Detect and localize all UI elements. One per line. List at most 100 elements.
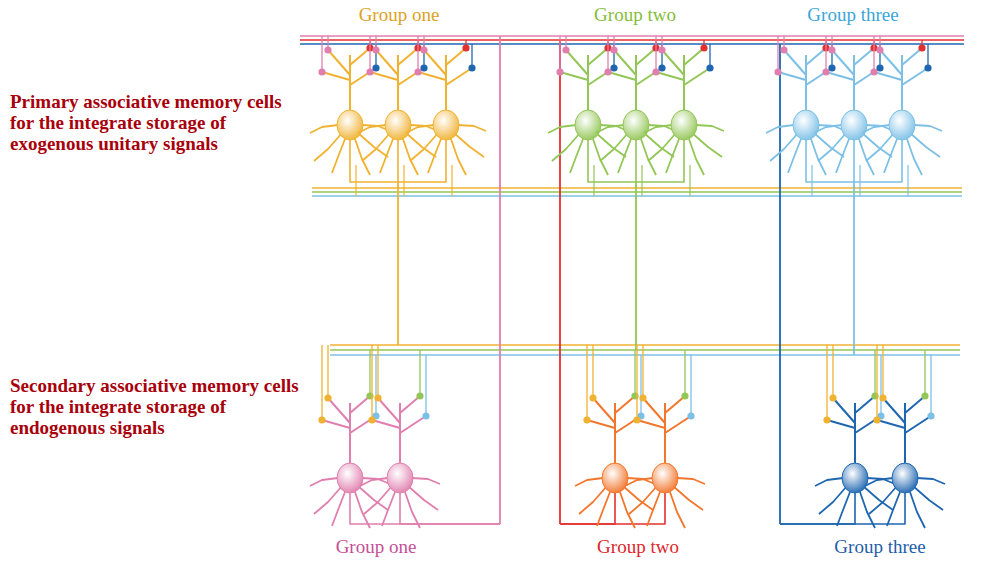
soma bbox=[623, 110, 649, 140]
dendrite bbox=[350, 416, 376, 433]
synapse bbox=[918, 44, 925, 51]
collateral bbox=[451, 165, 452, 196]
synapse bbox=[823, 416, 830, 423]
synapse bbox=[828, 64, 835, 71]
dendrite bbox=[665, 416, 691, 433]
group-title: Group two bbox=[594, 4, 676, 26]
synapse bbox=[324, 46, 331, 53]
basal-dendrite bbox=[644, 125, 672, 133]
dendrite bbox=[593, 398, 615, 423]
basal-dendrite bbox=[696, 125, 724, 131]
axon bbox=[853, 140, 855, 182]
dendrite bbox=[328, 398, 350, 423]
synapse bbox=[822, 68, 829, 75]
basal-dendrite bbox=[548, 125, 576, 133]
basal-dendrite bbox=[406, 125, 434, 133]
input-fiber bbox=[927, 44, 928, 65]
axon-trunk bbox=[397, 182, 399, 345]
basal-dendrite bbox=[884, 139, 897, 173]
basal-dendrite bbox=[644, 133, 674, 157]
projection-bus bbox=[330, 349, 960, 351]
dendrite bbox=[883, 398, 905, 423]
synapse bbox=[687, 412, 694, 419]
basal-dendrite bbox=[597, 492, 610, 526]
input-fiber bbox=[375, 355, 376, 413]
basal-dendrite bbox=[310, 125, 338, 133]
synapse bbox=[583, 416, 590, 423]
dendrite bbox=[614, 50, 636, 75]
dendrite bbox=[656, 72, 684, 80]
input-fiber bbox=[559, 36, 560, 69]
dendrite bbox=[784, 50, 806, 75]
input-fiber bbox=[930, 355, 931, 413]
basal-dendrite bbox=[837, 492, 850, 526]
input-fiber bbox=[327, 36, 328, 47]
input-fiber bbox=[417, 36, 418, 69]
basal-dendrite bbox=[862, 133, 892, 157]
input-fiber bbox=[783, 36, 784, 47]
basal-dendrite bbox=[451, 139, 466, 175]
axon-trunk bbox=[559, 40, 561, 524]
basal-dendrite bbox=[360, 478, 388, 486]
collateral bbox=[641, 165, 642, 196]
dendrite bbox=[827, 420, 855, 428]
input-fiber bbox=[327, 345, 328, 395]
input-fiber bbox=[377, 345, 378, 395]
soma bbox=[892, 463, 918, 493]
dendrite bbox=[778, 72, 806, 80]
dendrite bbox=[643, 398, 665, 423]
dendrite bbox=[370, 72, 398, 80]
input-fiber bbox=[592, 345, 593, 395]
input-fiber bbox=[921, 40, 922, 45]
dendrite bbox=[322, 72, 350, 80]
synapse bbox=[706, 64, 713, 71]
synapse bbox=[604, 68, 611, 75]
dendrite bbox=[662, 50, 684, 75]
synapse bbox=[372, 64, 379, 71]
input-fiber bbox=[371, 345, 372, 417]
basal-dendrite bbox=[358, 125, 386, 133]
synapse bbox=[780, 46, 787, 53]
dendrite bbox=[328, 50, 350, 75]
soma bbox=[385, 110, 411, 140]
axon bbox=[397, 140, 399, 182]
layer-label: Secondary associative memory cells for t… bbox=[10, 376, 305, 439]
input-fiber bbox=[642, 345, 643, 395]
synapse bbox=[318, 68, 325, 75]
synapse bbox=[556, 68, 563, 75]
soma bbox=[602, 463, 628, 493]
input-fiber bbox=[321, 36, 322, 69]
basal-dendrite bbox=[458, 125, 486, 131]
soma bbox=[889, 110, 915, 140]
dendrite bbox=[587, 420, 615, 428]
dendrite bbox=[880, 50, 902, 75]
basal-dendrite bbox=[647, 492, 660, 526]
group-title: Group three bbox=[807, 4, 898, 26]
synapse bbox=[681, 392, 688, 399]
axon-trunk bbox=[499, 36, 501, 524]
group-title: Group three bbox=[834, 536, 925, 558]
input-fiber bbox=[832, 345, 833, 395]
soma bbox=[671, 110, 697, 140]
input-fiber bbox=[874, 350, 875, 393]
synapse bbox=[879, 394, 886, 401]
basal-dendrite bbox=[310, 478, 338, 486]
dendrite bbox=[806, 48, 826, 65]
dendrite bbox=[684, 68, 710, 85]
input-fiber bbox=[471, 44, 472, 65]
dendrite bbox=[350, 48, 370, 65]
group-title: Group two bbox=[597, 536, 679, 558]
feedback-bus bbox=[300, 35, 964, 37]
synapse bbox=[610, 46, 617, 53]
dendrite bbox=[446, 68, 472, 85]
soma bbox=[793, 110, 819, 140]
basal-dendrite bbox=[692, 133, 722, 157]
basal-dendrite bbox=[865, 478, 893, 486]
basal-dendrite bbox=[689, 139, 704, 175]
input-fiber bbox=[607, 36, 608, 69]
axon-trunk bbox=[635, 182, 637, 350]
feedback-bus bbox=[300, 43, 964, 45]
dendrite bbox=[400, 396, 420, 413]
input-fiber bbox=[661, 36, 662, 47]
